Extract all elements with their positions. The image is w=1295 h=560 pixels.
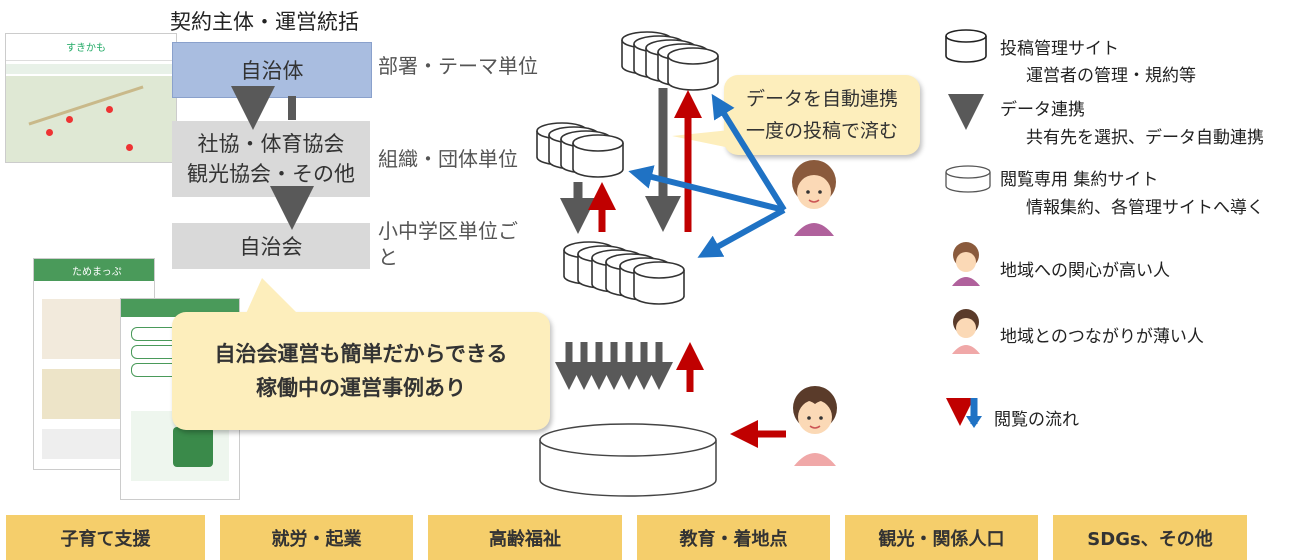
app-title-2: ためまっぷ [72, 267, 122, 278]
arrow-person-to-middle [628, 165, 785, 213]
legend-desc-1: 共有先を選択、データ自動連携 [1026, 128, 1264, 148]
legend-title-2: 閲覧専用 集約サイト [1000, 170, 1159, 190]
tag-elderly: 高齢福祉 [428, 515, 622, 560]
legend-title-5: 閲覧の流れ [994, 410, 1079, 430]
callout-operation-line2: 稼働中の運営事例あり [256, 376, 466, 400]
legend-desc-2: 情報集約、各管理サイトへ導く [1026, 198, 1264, 218]
callout-operation: 自治会運営も簡単だからできる 稼働中の運営事例あり [172, 312, 550, 430]
db-aggregate-site [539, 423, 717, 497]
app-title: すきかも [66, 43, 106, 54]
map-area [6, 76, 176, 162]
tag-tourism: 観光・関係人口 [845, 515, 1038, 560]
label-department: 部署・テーマ単位 [378, 54, 538, 78]
box-council-label-1: 社協・体育協会 [197, 132, 345, 156]
tag-childcare: 子育て支援 [6, 515, 205, 560]
legend-person-high-interest-icon [952, 242, 980, 286]
legend-title-4: 地域とのつながりが薄い人 [1000, 327, 1204, 347]
map-site-screenshot: すきかも [5, 33, 177, 163]
label-organization: 組織・団体単位 [378, 147, 518, 171]
legend-title-0: 投稿管理サイト [1000, 39, 1119, 59]
legend-db-stack-icon [945, 29, 987, 63]
callout-operation-tail [244, 278, 300, 318]
tag-education: 教育・着地点 [637, 515, 830, 560]
legend-title-3: 地域への関心が高い人 [1000, 261, 1170, 281]
callout-auto-sync-line2: 一度の投稿で済む [745, 120, 898, 142]
db-stack-top [621, 31, 719, 91]
callout-auto-sync-line1: データを自動連携 [745, 88, 898, 110]
legend-desc-0: 運営者の管理・規約等 [1026, 66, 1196, 86]
legend-title-1: データ連携 [1000, 100, 1085, 120]
box-municipality: 自治体 [172, 42, 372, 98]
arrow-person-to-top [711, 93, 787, 212]
person-high-interest-icon [792, 160, 836, 236]
tag-sdgs: SDGs、その他 [1053, 515, 1247, 560]
tag-employment: 就労・起業 [220, 515, 413, 560]
db-stack-lower [563, 241, 685, 305]
callout-auto-sync-tail [672, 130, 740, 150]
callout-auto-sync: データを自動連携 一度の投稿で済む [724, 75, 920, 155]
label-school-district: 小中学区単位ご [378, 219, 518, 243]
box-council-label-2: 観光協会・その他 [187, 162, 355, 186]
box-council: 社協・体育協会 観光協会・その他 [172, 121, 370, 197]
legend-person-low-connection-icon [952, 309, 980, 354]
arrow-bundle-down [555, 342, 673, 390]
person-low-connection-icon [793, 386, 837, 466]
heading-contract: 契約主体・運営統括 [170, 10, 359, 34]
flow-diagram [231, 29, 991, 497]
legend-flow-arrows-icon [946, 398, 982, 428]
label-school-district-2: と [378, 245, 398, 269]
box-neighborhood-label: 自治会 [239, 235, 303, 259]
callout-operation-line1: 自治会運営も簡単だからできる [214, 342, 508, 366]
box-neighborhood: 自治会 [172, 223, 370, 269]
arrow-person-to-lower [697, 207, 786, 258]
db-stack-middle [536, 122, 624, 178]
box-municipality-label: 自治体 [240, 59, 304, 83]
legend-db-flat-icon [945, 165, 991, 193]
